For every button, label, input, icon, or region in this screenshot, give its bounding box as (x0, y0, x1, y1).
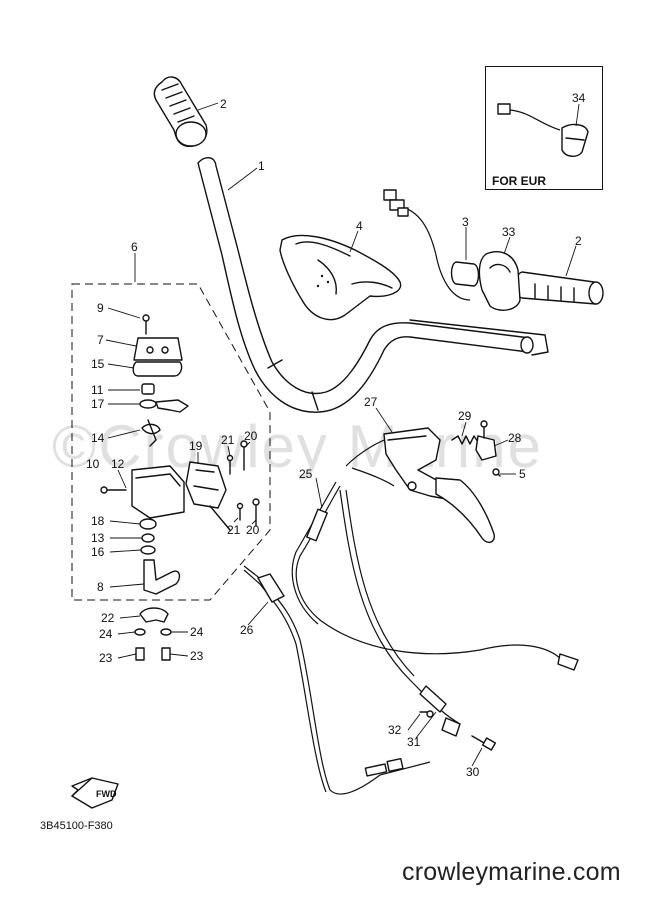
callout-18: 18 (91, 514, 105, 528)
callout-21-lower: 21 (227, 523, 241, 537)
callout-2-left-grip: 2 (220, 97, 227, 111)
callout-5: 5 (519, 467, 526, 481)
eur-switch-inset (497, 103, 589, 157)
callout-7: 7 (97, 333, 104, 347)
eur-inset-label: FOR EUR (492, 174, 546, 188)
callout-8: 8 (97, 580, 104, 594)
callout-1-handlebar: 1 (258, 159, 265, 173)
callout-23-right: 23 (190, 649, 204, 663)
throttle-housing (478, 251, 521, 311)
eur-inset-frame (485, 66, 603, 190)
cable-25 (295, 485, 563, 661)
bolt-23b (161, 647, 171, 661)
callout-30: 30 (466, 765, 480, 779)
cable-26 (243, 565, 431, 795)
callout-32: 32 (388, 723, 402, 737)
callout-12: 12 (111, 457, 125, 471)
cover-7 (133, 337, 183, 361)
callout-20-lower: 20 (246, 523, 260, 537)
spring-29 (451, 435, 479, 445)
screw-21a (226, 454, 234, 475)
nut-11 (141, 383, 155, 395)
callout-13: 13 (91, 531, 105, 545)
cable-to-30 (339, 489, 461, 725)
website-link[interactable]: crowleymarine.com (402, 858, 621, 886)
callout-29: 29 (458, 409, 472, 423)
brake-lever (435, 477, 496, 544)
pin-32 (419, 710, 434, 718)
right-grip (515, 271, 604, 305)
bracket-28 (475, 420, 497, 461)
callout-17: 17 (91, 397, 105, 411)
washer-18 (139, 518, 157, 530)
drawing-code: 3B45100-F380 (40, 820, 113, 832)
screw-20a (240, 440, 248, 471)
screw-10 (100, 486, 127, 494)
callout-28: 28 (508, 431, 522, 445)
callout-14: 14 (91, 431, 105, 445)
spring-14 (141, 419, 161, 447)
callout-31: 31 (407, 735, 421, 749)
callout-10: 10 (86, 457, 100, 471)
lever-17 (139, 399, 189, 413)
cable-25-adjuster (306, 508, 579, 671)
switch-19 (185, 461, 231, 531)
callout-11: 11 (91, 383, 104, 397)
callout-3-collar: 3 (462, 215, 469, 229)
throttle-collar (450, 261, 480, 287)
fwd-text: FWD (96, 789, 117, 799)
hand-guard (279, 234, 402, 321)
callouts: 2 1 34 4 3 33 2 6 9 7 15 11 17 14 10 12 … (86, 91, 586, 779)
callout-33-throttle: 33 (502, 225, 516, 239)
callout-19: 19 (189, 439, 203, 453)
bolt-23a (135, 647, 145, 661)
throttle-wire (397, 205, 471, 301)
callout-27: 27 (364, 395, 378, 409)
callout-22: 22 (101, 611, 115, 625)
cable-26-adjuster (257, 573, 404, 777)
bracket-22 (139, 607, 169, 623)
callout-20-upper: 20 (244, 429, 258, 443)
callout-2-right-grip: 2 (575, 234, 582, 248)
connector-top (383, 189, 409, 217)
left-grip (153, 76, 208, 147)
callout-24-right: 24 (190, 625, 204, 639)
screw-21b (236, 502, 244, 521)
callout-16: 16 (91, 545, 105, 559)
screw-9 (142, 314, 150, 335)
assembly-boundary (71, 283, 271, 601)
callout-24-left: 24 (99, 627, 113, 641)
callout-6-switch-assembly: 6 (131, 240, 138, 254)
washer-24a (134, 628, 146, 636)
end-30 (471, 735, 497, 751)
callout-4-hand-guard: 4 (356, 219, 363, 233)
callout-26-cable: 26 (240, 623, 254, 637)
fwd-arrow: FWD (71, 777, 119, 809)
washer-24b (160, 628, 172, 636)
washer-13 (141, 533, 155, 543)
plate-15 (132, 361, 183, 377)
handlebar (197, 157, 549, 413)
watermark: ©Crowley Marine (52, 413, 543, 480)
callout-9: 9 (97, 301, 104, 315)
leader-lines (105, 102, 580, 767)
lever-8 (143, 559, 181, 595)
fitting-31 (419, 685, 461, 737)
switch-body-12 (131, 465, 185, 519)
callout-21-upper: 21 (221, 433, 235, 447)
callout-25-cable: 25 (299, 467, 313, 481)
callout-23-left: 23 (99, 651, 113, 665)
washer-16 (140, 545, 156, 555)
callout-34-eur-switch: 34 (572, 91, 586, 105)
screw-20b (252, 498, 260, 527)
pin-5 (492, 468, 501, 477)
callout-15: 15 (91, 357, 105, 371)
